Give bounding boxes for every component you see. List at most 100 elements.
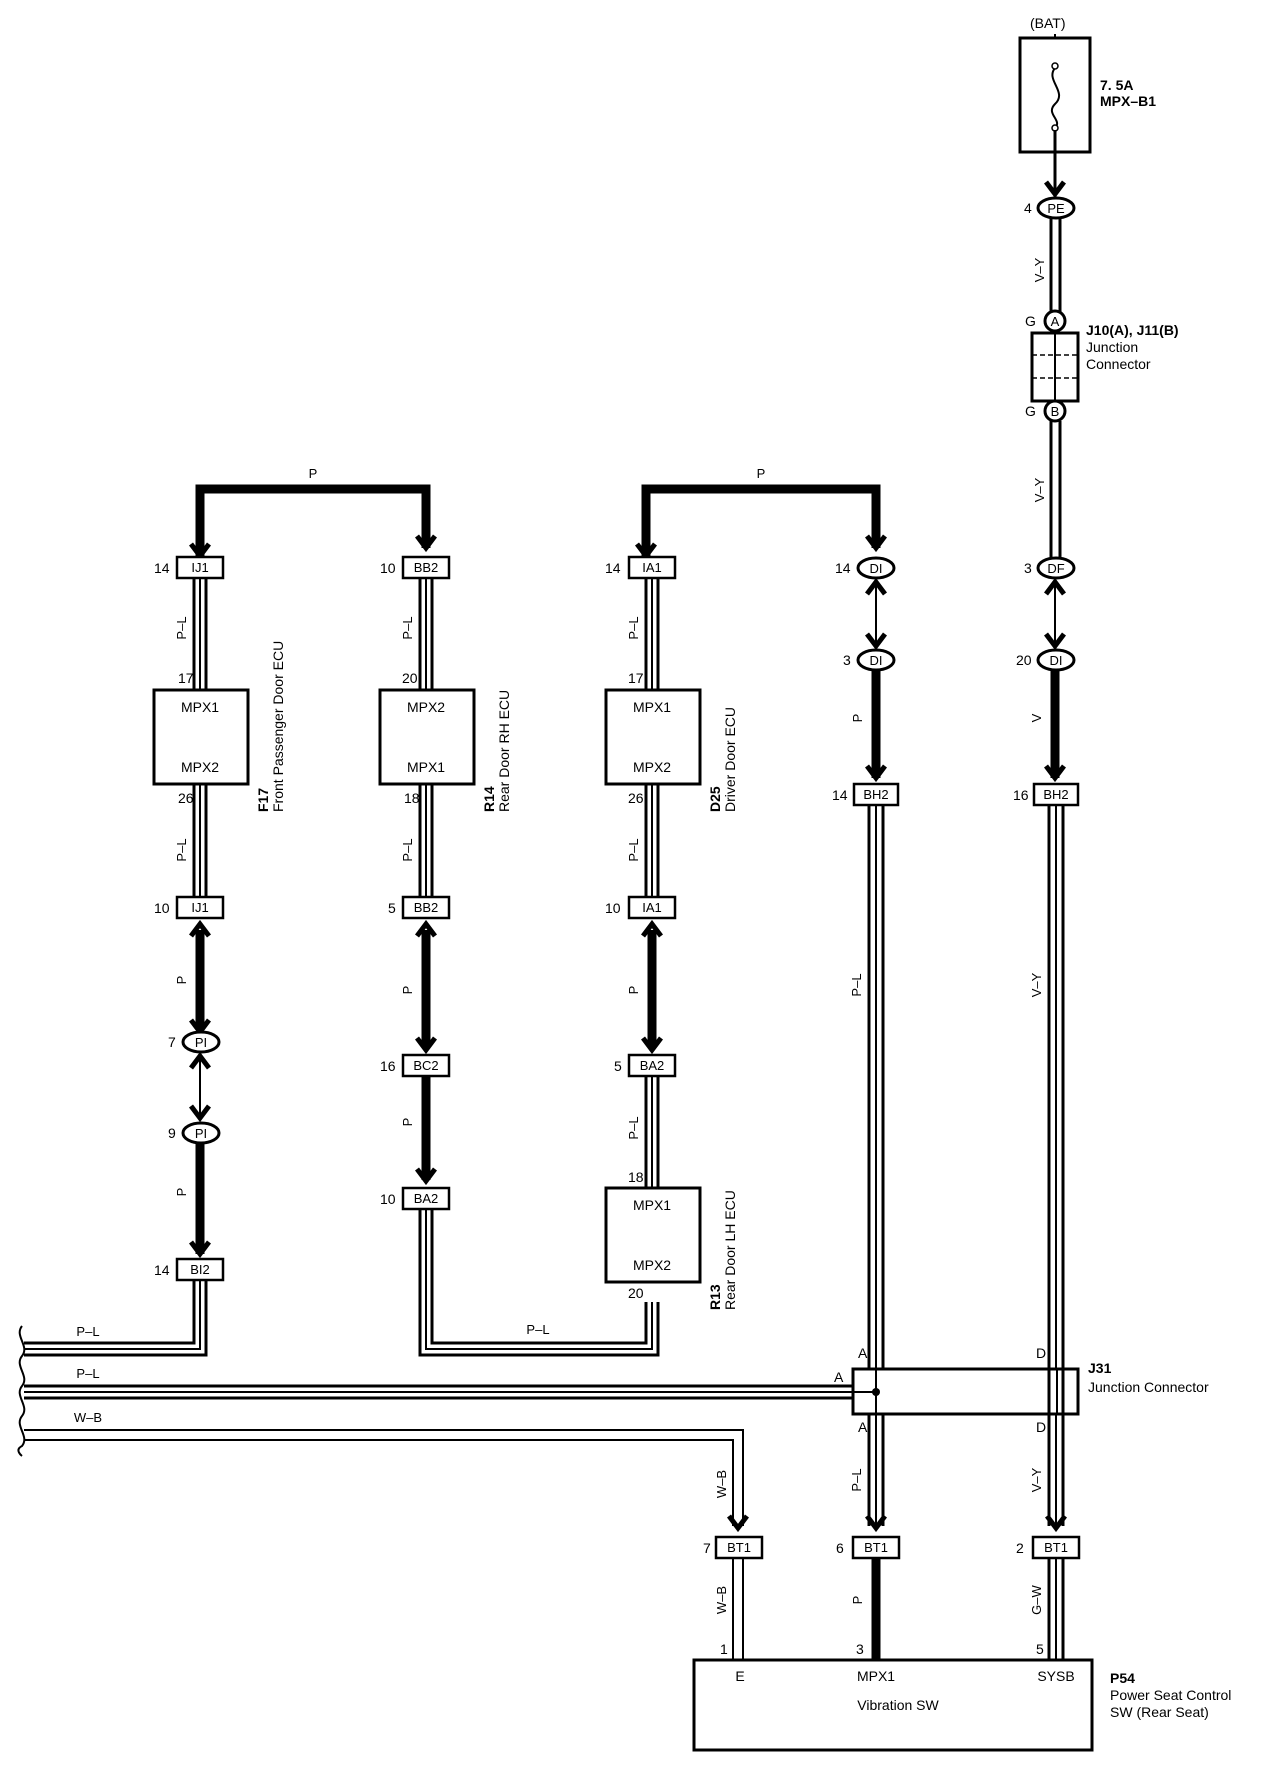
- j31-title: J31: [1088, 1360, 1112, 1376]
- svg-text:Front Passenger Door ECU: Front Passenger Door ECU: [270, 641, 286, 812]
- wire-bt1-p54-left: W–B 1: [714, 1559, 744, 1660]
- svg-text:5: 5: [1036, 1641, 1044, 1657]
- svg-text:W–B: W–B: [714, 1470, 729, 1498]
- svg-text:IA1: IA1: [642, 560, 662, 575]
- battery-fuse-section: (BAT) 7. 5A MPX–B1: [1018, 15, 1156, 154]
- wire-pi-pi: [191, 1054, 209, 1120]
- ecu-d25: MPX1 MPX2 D25 Driver Door ECU: [604, 688, 738, 812]
- bus-break-marks: [17, 1325, 26, 1457]
- connector-bb2-top: 10 BB2: [380, 555, 451, 580]
- svg-text:20: 20: [402, 670, 418, 686]
- svg-text:BB2: BB2: [414, 560, 439, 575]
- wire-bi2-left-bus: P–L: [24, 1281, 208, 1357]
- wire-j10-df: V–Y: [1032, 421, 1062, 558]
- svg-text:10: 10: [605, 900, 621, 916]
- svg-text:BH2: BH2: [863, 787, 888, 802]
- svg-text:MPX1: MPX1: [407, 759, 445, 775]
- svg-text:PI: PI: [195, 1126, 207, 1141]
- svg-text:P–L: P–L: [626, 1116, 641, 1139]
- connector-ij1-bottom: 10 IJ1: [154, 895, 225, 920]
- svg-text:B: B: [1051, 404, 1060, 419]
- connector-bc2: 16 BC2: [380, 1053, 451, 1078]
- svg-text:20: 20: [1016, 652, 1032, 668]
- svg-text:14: 14: [154, 1262, 170, 1278]
- svg-text:P: P: [400, 1118, 415, 1127]
- wire-j31-bt1-center: P–L: [849, 1414, 885, 1528]
- svg-text:17: 17: [628, 670, 644, 686]
- connector-bb2-bottom: 5 BB2: [388, 895, 451, 920]
- svg-text:P–L: P–L: [76, 1324, 99, 1339]
- svg-text:7: 7: [168, 1034, 176, 1050]
- svg-text:P: P: [309, 466, 318, 481]
- j10-title: J10(A), J11(B): [1086, 322, 1179, 338]
- svg-text:D25: D25: [707, 786, 723, 812]
- wire-bh2-j31-right: V–Y: [1029, 806, 1065, 1369]
- svg-text:P–L: P–L: [400, 616, 415, 639]
- junction-j31: A D A A D J31 Junction Connector: [834, 1345, 1209, 1435]
- fuse-rating: 7. 5A: [1100, 77, 1133, 93]
- connector-di-3: 3 DI: [843, 648, 896, 672]
- connector-ia1-top: 14 IA1: [605, 555, 677, 580]
- svg-text:BT1: BT1: [1044, 1540, 1068, 1555]
- connector-pe: 4 PE: [1024, 196, 1076, 220]
- connector-pi-7: 7 PI: [168, 1030, 221, 1054]
- svg-text:P–L: P–L: [626, 616, 641, 639]
- svg-text:F17: F17: [255, 788, 271, 812]
- svg-text:DI: DI: [1050, 653, 1063, 668]
- connector-ba2-r13: 5 BA2: [614, 1053, 677, 1078]
- connector-di-14: 14 DI: [835, 556, 896, 580]
- connector-di-right: 20 DI: [1016, 648, 1076, 672]
- wire-bc2-ba2: P: [400, 1077, 435, 1181]
- wire-wb-bus: W–B W–B: [24, 1410, 747, 1528]
- junction-j10-j11: G A G B J10(A), J11(B) Junction Connecto…: [1025, 309, 1179, 423]
- connector-ia1-bottom: 10 IA1: [605, 895, 677, 920]
- connector-bt1-right: 2 BT1: [1016, 1535, 1081, 1560]
- connector-bt1-center: 6 BT1: [836, 1535, 901, 1560]
- svg-text:10: 10: [380, 1191, 396, 1207]
- wire-bt1-p54-right: G–W 5: [1029, 1559, 1065, 1660]
- svg-text:E: E: [735, 1668, 744, 1684]
- svg-text:P: P: [626, 986, 641, 995]
- svg-text:P–L: P–L: [626, 838, 641, 861]
- svg-text:DF: DF: [1047, 561, 1064, 576]
- ecu-r13: MPX1 MPX2 20 R13 Rear Door LH ECU: [604, 1186, 738, 1310]
- svg-text:Vibration SW: Vibration SW: [857, 1697, 939, 1713]
- wire-j31-bt1-right: V–Y: [1029, 1414, 1065, 1528]
- svg-text:MPX2: MPX2: [633, 1257, 671, 1273]
- connector-ba2-r14: 10 BA2: [380, 1186, 451, 1211]
- wire-d25-ia1: 26 P–L: [626, 785, 660, 898]
- svg-text:DI: DI: [870, 653, 883, 668]
- svg-text:V: V: [1029, 713, 1044, 722]
- connector-bt1-left: 7 BT1: [703, 1535, 764, 1560]
- p54-name-1: Power Seat Control: [1110, 1687, 1231, 1703]
- svg-text:16: 16: [380, 1058, 396, 1074]
- switch-p54: E MPX1 SYSB Vibration SW P54 Power Seat …: [692, 1658, 1231, 1752]
- wire-ba2-r13-top: P–L 18: [626, 1077, 660, 1188]
- svg-text:P: P: [850, 1596, 865, 1605]
- svg-text:W–B: W–B: [714, 1586, 729, 1614]
- svg-text:7: 7: [703, 1540, 711, 1556]
- wire-ij1-pi: P: [174, 924, 209, 1032]
- svg-text:A: A: [858, 1419, 868, 1435]
- svg-text:MPX1: MPX1: [633, 1197, 671, 1213]
- svg-text:26: 26: [628, 790, 644, 806]
- wire-ia1-ba2: P: [626, 924, 661, 1050]
- svg-text:BH2: BH2: [1043, 787, 1068, 802]
- svg-text:G–W: G–W: [1029, 1584, 1044, 1614]
- wire-bt1-p54-center: P 3: [850, 1559, 881, 1660]
- p54-code: P54: [1110, 1670, 1135, 1686]
- svg-text:BB2: BB2: [414, 900, 439, 915]
- svg-text:P: P: [174, 1188, 189, 1197]
- svg-text:A: A: [1051, 314, 1060, 329]
- svg-text:PI: PI: [195, 1035, 207, 1050]
- fuse-name: MPX–B1: [1100, 93, 1156, 109]
- svg-text:D: D: [1036, 1345, 1046, 1361]
- svg-text:Rear Door RH ECU: Rear Door RH ECU: [496, 690, 512, 812]
- svg-text:MPX2: MPX2: [633, 759, 671, 775]
- svg-text:P–L: P–L: [76, 1366, 99, 1381]
- svg-text:P: P: [850, 714, 865, 723]
- svg-text:18: 18: [628, 1169, 644, 1185]
- wire-p-bus-left: P: [191, 466, 435, 556]
- svg-text:Driver Door ECU: Driver Door ECU: [722, 707, 738, 812]
